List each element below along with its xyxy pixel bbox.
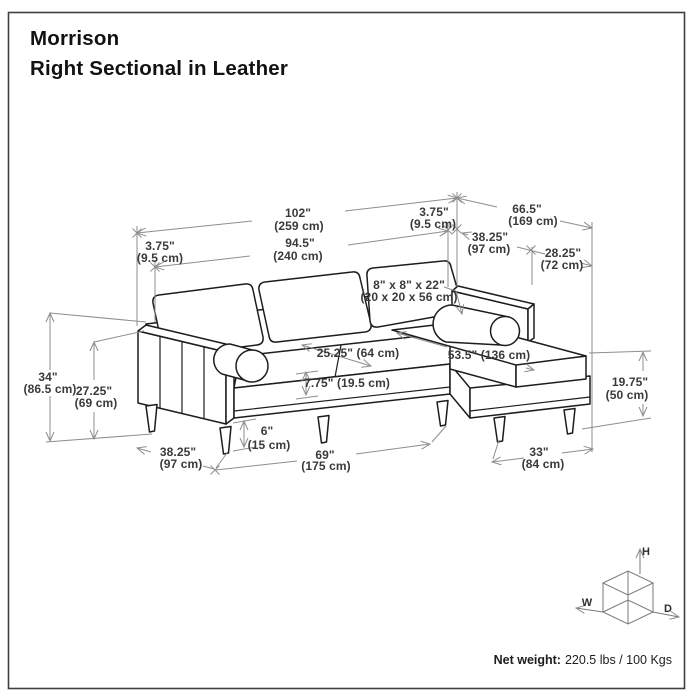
dim-bolster-cm: (20 x 20 x 56 cm) (360, 290, 458, 304)
dim-seat-rail-height: 7.75" (19.5 cm) (304, 376, 390, 390)
dim-arm-height-in: 27.25" (75, 384, 113, 398)
dim-chaise-width-in: 33" (529, 445, 549, 459)
chaise-base-trim (469, 396, 591, 412)
dim-base-depth-cm: (97 cm) (159, 457, 203, 471)
dim-right-arm-in: 3.75" (419, 205, 449, 219)
dim-chaise-height-in: 19.75" (611, 375, 649, 389)
frame-border (7, 11, 686, 690)
dim-leg-height-cm: (15 cm) (247, 438, 291, 452)
sofa-leg (493, 415, 506, 443)
junction-cross-marks (132, 193, 536, 475)
depth-axis-arrow (652, 612, 679, 617)
sofa-leg (436, 399, 449, 427)
dim-left-arm-cm: (9.5 cm) (136, 251, 184, 265)
dim-overall-depth-cm: (169 cm) (508, 214, 558, 228)
dim-inner-width-cm: (240 cm) (273, 249, 323, 263)
left-bolster-end (235, 349, 269, 383)
dim-left-arm-in: 3.75" (145, 239, 175, 253)
dim-arm-height-cm: (69 cm) (74, 396, 118, 410)
dim-chaise-height-cm: (50 cm) (605, 388, 649, 402)
sofa-leg (219, 425, 232, 455)
dim-seat-width-bottom-cm: (175 cm) (301, 459, 351, 473)
dim-base-depth-in: 38.25" (159, 445, 197, 459)
dim-overall-height-in: 34" (38, 370, 58, 384)
dim-chaise-extension-in: 28.25" (544, 246, 582, 260)
net-weight: Net weight:220.5 lbs / 100 Kgs (494, 653, 672, 667)
product-variant: Right Sectional in Leather (30, 57, 289, 80)
net-weight-label: Net weight: (493, 653, 561, 667)
sofa-leg (563, 407, 576, 435)
sofa-illustration (137, 260, 591, 455)
dim-overall-width-in: 102" (284, 206, 312, 220)
axis-cube-icon (576, 549, 679, 625)
dim-chaise-extension-cm: (72 cm) (540, 258, 584, 272)
dim-seat-depth: 25.25" (64 cm) (316, 346, 400, 360)
dim-overall-width-cm: (259 cm) (274, 219, 324, 233)
dim-sofa-depth-in: 38.25" (471, 230, 509, 244)
back-cushion-2 (258, 271, 372, 343)
right-bolster-body (432, 304, 510, 346)
dim-leg-height-in: 6" (260, 424, 274, 438)
dimension-lines (46, 192, 652, 475)
right-bolster-end (489, 315, 521, 347)
dim-inner-width-in: 94.5" (285, 236, 315, 250)
axis-label-height: H (642, 546, 650, 558)
axis-label-depth: D (664, 603, 672, 615)
width-axis-arrow (576, 608, 604, 612)
seat-rail-trim (233, 386, 451, 412)
dim-chaise-width-cm: (84 cm) (521, 457, 565, 471)
product-name: Morrison (30, 27, 120, 50)
sofa-leg (317, 414, 330, 444)
right-arm-cap (527, 303, 535, 343)
dim-bolster-in: 8" x 8" x 22" (373, 278, 445, 292)
net-weight-value: 220.5 lbs / 100 Kgs (564, 653, 672, 667)
left-arm-seams (159, 335, 205, 420)
dim-overall-height-cm: (86.5 cm) (23, 382, 77, 396)
dim-sofa-depth-cm: (97 cm) (467, 242, 511, 256)
axis-label-width: W (581, 597, 593, 609)
dim-chaise-seat-length: 53.5" (136 cm) (447, 348, 531, 362)
dim-seat-width-bottom-in: 69" (315, 448, 335, 462)
dim-right-arm-cm: (9.5 cm) (409, 217, 457, 231)
sofa-leg (145, 403, 158, 433)
product-title: Morrison Right Sectional in Leather (30, 24, 288, 84)
dim-overall-depth-in: 66.5" (512, 202, 542, 216)
